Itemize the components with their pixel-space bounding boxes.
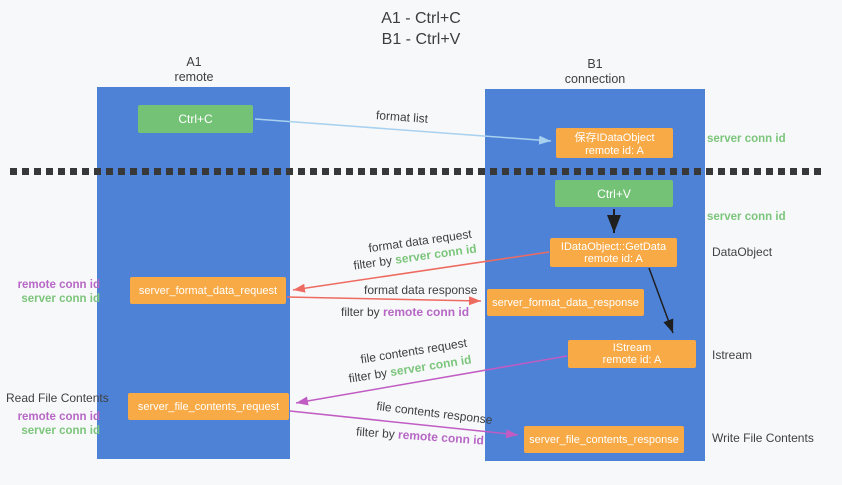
label-server-conn-id-mid-right: server conn id bbox=[707, 211, 786, 223]
label-file-contents-response: file contents response bbox=[375, 398, 494, 428]
lane-header-a1: A1 remote bbox=[130, 55, 258, 85]
label-filter-by-remote-conn-2: filter by remote conn id bbox=[356, 425, 485, 448]
node-save-idataobject-line2: remote id: A bbox=[585, 145, 644, 157]
filter-prefix: filter by bbox=[352, 252, 397, 273]
filter-prefix: filter by bbox=[355, 424, 399, 442]
node-format-request-label: server_format_data_request bbox=[138, 284, 278, 297]
lane-a1-subtitle: remote bbox=[174, 70, 214, 84]
label-server-conn-id-top-right: server conn id bbox=[707, 133, 786, 145]
title-line-b1: B1 - Ctrl+V bbox=[381, 31, 461, 48]
node-server-file-contents-response: server_file_contents_response bbox=[524, 426, 684, 453]
diagram-title: A1 - Ctrl+C B1 - Ctrl+V bbox=[0, 8, 842, 50]
node-istream-line1: IStream bbox=[612, 342, 652, 354]
filter-prefix: filter by bbox=[347, 365, 392, 386]
label-format-list: format list bbox=[375, 108, 429, 126]
session-divider-dotted-line bbox=[10, 168, 826, 175]
label-server-conn-id-2: server conn id bbox=[21, 425, 100, 437]
lane-b1-subtitle: connection bbox=[564, 72, 626, 86]
label-format-data-response: format data response bbox=[364, 283, 478, 297]
filter-remote-conn-id: remote conn id bbox=[397, 427, 485, 448]
label-filter-by-remote-conn-1: filter by remote conn id bbox=[341, 305, 469, 319]
label-istream: Istream bbox=[712, 348, 753, 362]
arrow-format-data-response bbox=[286, 296, 482, 306]
label-read-file-contents: Read File Contents bbox=[6, 391, 109, 405]
label-remote-conn-id-2: remote conn id bbox=[17, 411, 100, 423]
node-getdata-line1: IDataObject::GetData bbox=[560, 240, 667, 253]
node-file-response-label: server_file_contents_response bbox=[529, 433, 679, 446]
label-remote-conn-id-1: remote conn id bbox=[17, 279, 100, 291]
label-conn-ids-left-top: remote conn id server conn id bbox=[8, 278, 100, 306]
node-istream: IStream remote id: A bbox=[568, 340, 696, 368]
node-format-response-label: server_format_data_response bbox=[492, 296, 639, 309]
node-ctrl-v: Ctrl+V bbox=[555, 180, 673, 207]
node-ctrl-c-label: Ctrl+C bbox=[178, 112, 213, 126]
node-istream-line2: remote id: A bbox=[602, 354, 662, 366]
node-ctrl-v-label: Ctrl+V bbox=[597, 186, 631, 201]
lane-b1-name: B1 bbox=[587, 57, 603, 71]
lane-header-b1: B1 connection bbox=[531, 57, 659, 87]
filter-prefix: filter by bbox=[341, 305, 384, 319]
filter-remote-conn-id: remote conn id bbox=[383, 305, 470, 319]
label-server-conn-id-1: server conn id bbox=[21, 293, 100, 305]
label-dataobject: DataObject bbox=[712, 245, 773, 259]
node-idataobject-getdata: IDataObject::GetData remote id: A bbox=[550, 238, 677, 267]
node-server-format-data-response: server_format_data_response bbox=[487, 289, 644, 316]
node-file-request-label: server_file_contents_request bbox=[137, 400, 280, 413]
node-getdata-line2: remote id: A bbox=[584, 252, 643, 265]
node-server-format-data-request: server_format_data_request bbox=[130, 277, 286, 304]
node-save-idataobject-line1: 保存IDataObject bbox=[574, 132, 655, 144]
node-ctrl-c: Ctrl+C bbox=[138, 105, 253, 133]
node-save-idataobject: 保存IDataObject remote id: A bbox=[556, 128, 673, 158]
label-conn-ids-left-bottom: remote conn id server conn id bbox=[8, 410, 100, 438]
label-write-file-contents: Write File Contents bbox=[712, 431, 814, 445]
node-server-file-contents-request: server_file_contents_request bbox=[128, 393, 289, 420]
lane-a1-name: A1 bbox=[186, 55, 202, 69]
title-line-a1: A1 - Ctrl+C bbox=[381, 10, 461, 27]
